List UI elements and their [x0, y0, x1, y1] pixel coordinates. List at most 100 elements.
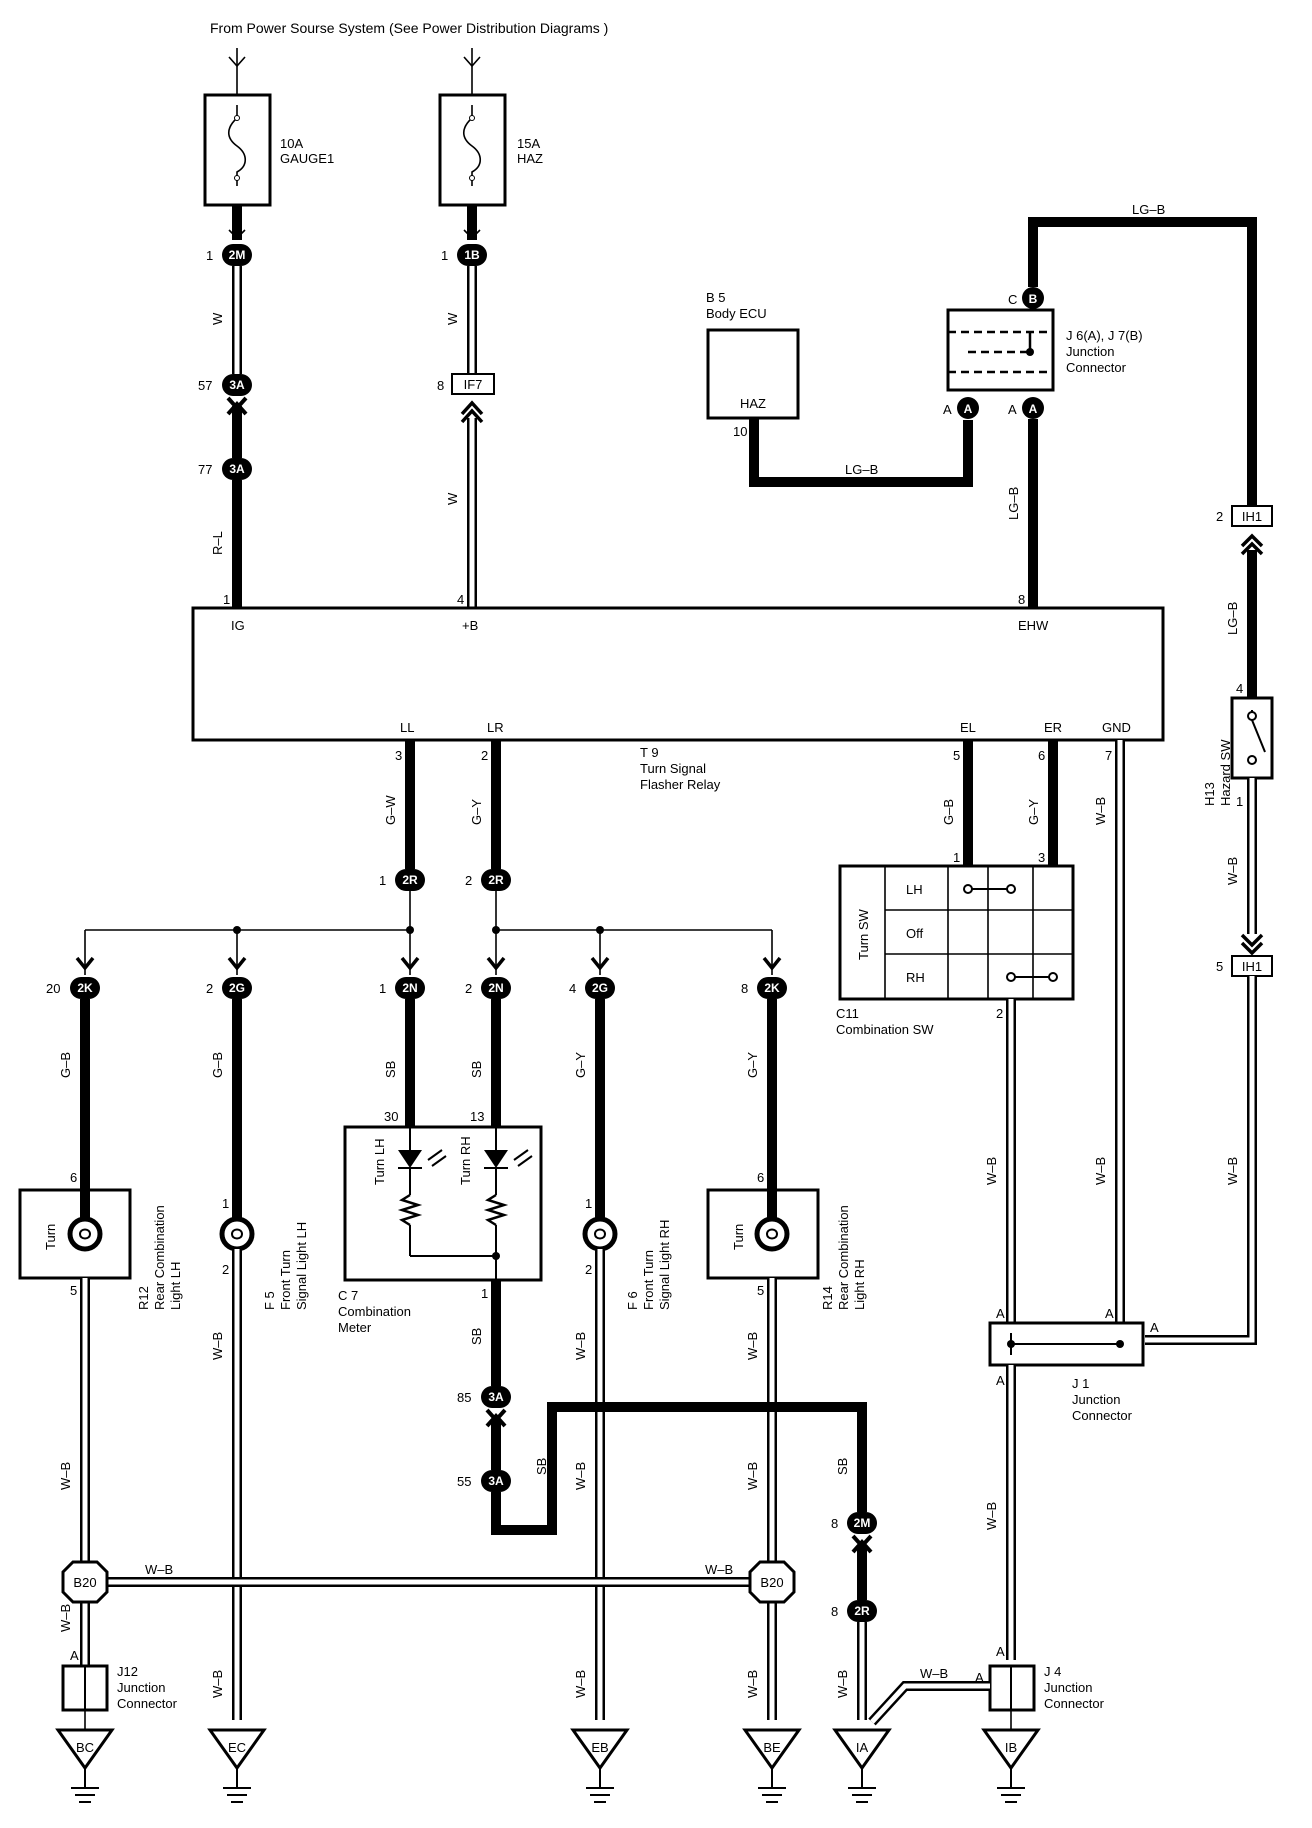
c7-turn-rh: Turn RH — [458, 1136, 473, 1185]
pin-2-f5: 2 — [222, 1262, 229, 1277]
wire-WB-f6u: W–B — [573, 1332, 588, 1360]
wire-SB-a: SB — [383, 1061, 398, 1078]
pin-8-2rc: 8 — [831, 1604, 838, 1619]
conn-2K-b: 2K — [764, 981, 780, 995]
j12-id: J12 — [117, 1664, 138, 1679]
fuse-haz: 15A HAZ — [438, 48, 543, 207]
r14-name1: Rear Combination — [836, 1205, 851, 1310]
pin-A-j6b: A — [1008, 402, 1017, 417]
r14-id: R14 — [820, 1286, 835, 1310]
r12-id: R12 — [136, 1286, 151, 1310]
turn-sw-rh: RH — [906, 970, 925, 985]
conn-2R-a: 2R — [402, 873, 418, 887]
pin-A-j12: A — [70, 1648, 79, 1663]
pin-A-j1b: A — [1105, 1306, 1114, 1321]
pin-1-a: 1 — [206, 248, 213, 263]
wire-WB-ih1: W–B — [1225, 1157, 1240, 1185]
relay-pin-ehw: EHW — [1018, 618, 1049, 633]
turn-sw-off: Off — [906, 926, 923, 941]
junction-j6: J 6(A), J 7(B) Junction Connector — [946, 308, 1143, 392]
j1-name2: Connector — [1072, 1408, 1133, 1423]
relay-pin-er: ER — [1044, 720, 1062, 735]
wire-GW: G–W — [383, 795, 398, 825]
conn-IF7: IF7 — [464, 377, 483, 392]
conn-A-j6a: A — [964, 402, 973, 416]
wire-SB-e: SB — [835, 1458, 850, 1475]
wire-GY-er: G–Y — [1026, 799, 1041, 825]
c7-turn-lh: Turn LH — [372, 1139, 387, 1185]
front-turn-signal-light-lh: F 5 Front Turn Signal Light LH — [219, 1216, 309, 1310]
wire-WB-b20l: W–B — [145, 1562, 173, 1577]
pin-30: 30 — [384, 1109, 398, 1124]
pin-8-if7: 8 — [437, 378, 444, 393]
wire-W-a: W — [210, 312, 225, 325]
csw-id: C11 — [836, 1006, 859, 1021]
f5-name1: Front Turn — [278, 1250, 293, 1310]
wire-WB-r14m: W–B — [745, 1462, 760, 1490]
relay-name1: Turn Signal — [640, 761, 706, 776]
wire-WB-hz: W–B — [1225, 857, 1240, 885]
conn-IH1-b: IH1 — [1242, 959, 1262, 974]
ground-IB-label: IB — [1005, 1740, 1017, 1755]
pin-6-r14: 6 — [757, 1170, 764, 1185]
pin-C: C — [1008, 292, 1017, 307]
pin-4-hz: 4 — [1236, 681, 1243, 696]
turn-signal-flasher-relay: IG +B EHW LL LR EL ER GND T 9 Turn Signa… — [191, 606, 1165, 792]
body-ecu-pin: HAZ — [740, 396, 766, 411]
j12-name2: Connector — [117, 1696, 178, 1711]
header-text: From Power Sourse System (See Power Dist… — [210, 20, 608, 36]
conn-B20-b: B20 — [760, 1575, 783, 1590]
wire-WB-eb: W–B — [573, 1670, 588, 1698]
f5-id: F 5 — [262, 1291, 277, 1310]
wire-LGB-ecu: LG–B — [845, 462, 878, 477]
wire-GB-el: G–B — [941, 799, 956, 825]
pin-55: 55 — [457, 1474, 471, 1489]
pin-1-f6: 1 — [585, 1196, 592, 1211]
turn-sw-lh: LH — [906, 882, 923, 897]
pin-1-f5: 1 — [222, 1196, 229, 1211]
wire-SB-c: SB — [469, 1328, 484, 1345]
r12-turn-label: Turn — [43, 1224, 58, 1250]
pin-A-j6a: A — [943, 402, 952, 417]
junction-j6-id: J 6(A), J 7(B) — [1066, 328, 1143, 343]
pin-8-ehw: 8 — [1018, 592, 1025, 607]
c7-name1: Combination — [338, 1304, 411, 1319]
junction-j4: J 4 Junction Connector — [988, 1664, 1105, 1712]
conn-3A-d: 3A — [488, 1474, 504, 1488]
r12-name2: Light LH — [168, 1262, 183, 1310]
pin-A-j1a: A — [996, 1306, 1005, 1321]
pin-5-el: 5 — [953, 748, 960, 763]
ground-BC: BC — [55, 1728, 115, 1803]
j4-name1: Junction — [1044, 1680, 1092, 1695]
wire-GB-r12: G–B — [58, 1052, 73, 1078]
junction-j6-name2: Connector — [1066, 360, 1127, 375]
pin-3-csw: 3 — [1038, 850, 1045, 865]
ground-EB: EB — [570, 1728, 630, 1803]
pin-1-2ra: 1 — [379, 873, 386, 888]
pin-A-j4a: A — [996, 1644, 1005, 1659]
conn-IH1-a: IH1 — [1242, 509, 1262, 524]
pin-A-j1r: A — [1150, 1320, 1159, 1335]
pin-5-ih1: 5 — [1216, 959, 1223, 974]
conn-1B: 1B — [464, 248, 480, 262]
pin-8-2mb: 8 — [831, 1516, 838, 1531]
conn-2G-b: 2G — [592, 981, 608, 995]
wire-GY-f6: G–Y — [573, 1052, 588, 1078]
wire-GB-f5: G–B — [210, 1052, 225, 1078]
pin-3-ll: 3 — [395, 748, 402, 763]
pin-2-csw: 2 — [996, 1006, 1003, 1021]
body-ecu-id: B 5 — [706, 290, 726, 305]
j1-name1: Junction — [1072, 1392, 1120, 1407]
wire-WB-f6m: W–B — [573, 1462, 588, 1490]
conn-3A-a: 3A — [229, 378, 245, 392]
relay-pin-ig: IG — [231, 618, 245, 633]
ground-BE: BE — [742, 1728, 802, 1803]
pin-1-ig: 1 — [223, 592, 230, 607]
conn-B-j6: B — [1029, 292, 1038, 306]
pin-1-csw: 1 — [953, 850, 960, 865]
rear-combination-light-lh: Turn R12 Rear Combination Light LH — [18, 1188, 183, 1310]
fuse-gauge1-rating: 10A — [280, 136, 303, 151]
wire-WB-f5u: W–B — [210, 1332, 225, 1360]
conn-2N-b: 2N — [488, 981, 503, 995]
